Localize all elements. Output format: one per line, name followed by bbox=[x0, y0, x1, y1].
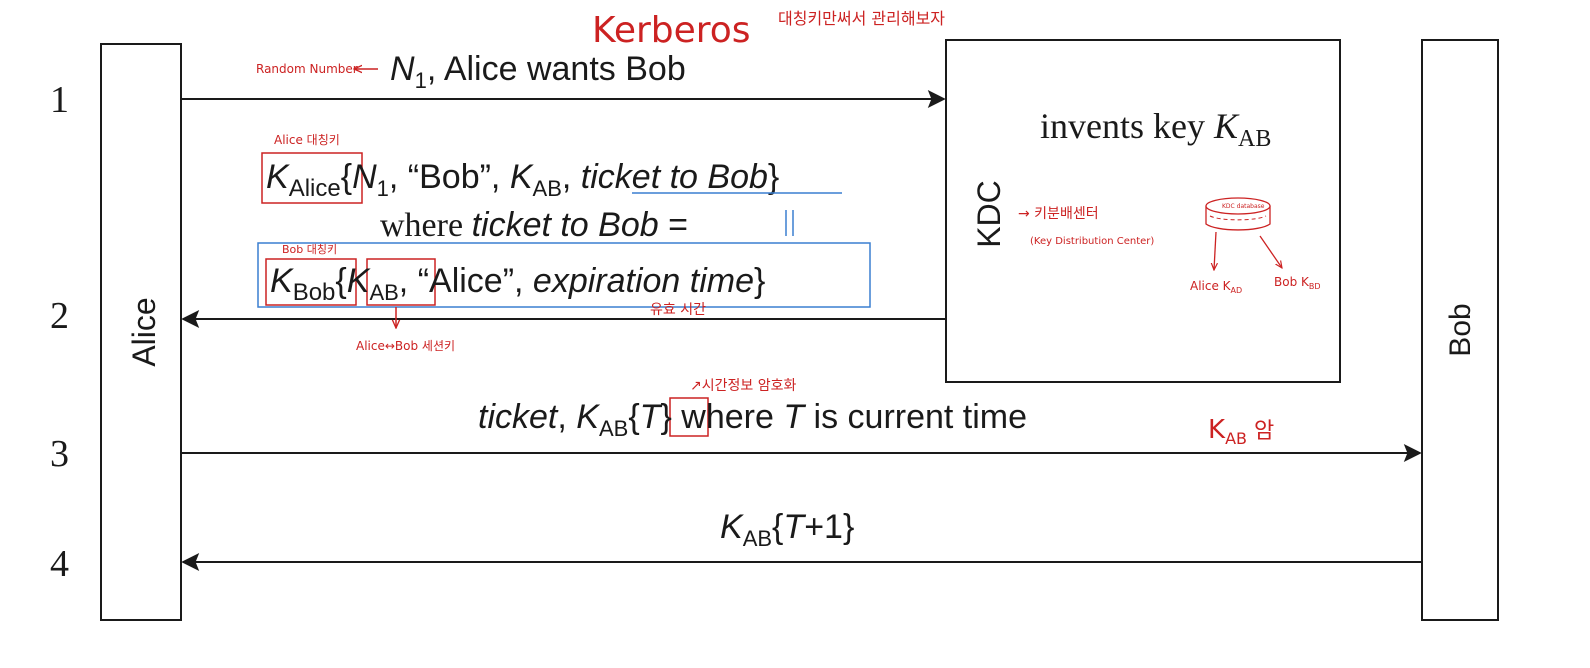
annotation-alice-key: Alice 대칭키 bbox=[274, 133, 340, 147]
step-1: 1 bbox=[50, 79, 69, 121]
step-2: 2 bbox=[50, 295, 69, 337]
kdc-box bbox=[945, 39, 1341, 383]
db-arrow-bob bbox=[1259, 235, 1282, 268]
kab-highlight bbox=[366, 258, 436, 306]
annotation-kdc-database: KDC database bbox=[1222, 203, 1265, 210]
annotation-valid-time: 유효 시간 bbox=[650, 302, 706, 318]
annotation-time-encrypt: ↗시간정보 암호화 bbox=[690, 378, 796, 394]
message-3: ticket, KAB{T} where T is current time bbox=[478, 398, 1027, 441]
annotation-db-bob: Bob KBD bbox=[1274, 275, 1321, 291]
kdc-invents-key: invents key KAB bbox=[1040, 106, 1271, 152]
annotation-random-number: Random Number bbox=[256, 62, 358, 76]
step-3: 3 bbox=[50, 433, 69, 475]
bob-key-highlight bbox=[265, 258, 357, 306]
alice-lifeline bbox=[100, 43, 182, 621]
annotation-kdc-center: → 키분배센터 bbox=[1018, 206, 1099, 222]
annotation-db-alice: Alice KAD bbox=[1190, 279, 1242, 295]
ticket-highlight bbox=[257, 242, 871, 308]
alice-key-highlight bbox=[261, 152, 363, 204]
annotation-session-key: Alice↔Bob 세션키 bbox=[356, 339, 455, 353]
title: Kerberos bbox=[592, 10, 751, 51]
db-arrow-alice bbox=[1214, 231, 1216, 270]
kdc-database-icon bbox=[1205, 197, 1271, 231]
message-2-where: where ticket to Bob = bbox=[380, 206, 688, 244]
annotation-bob-key: Bob 대칭키 bbox=[282, 243, 337, 256]
annotation-kab-password: KAB 암 bbox=[1208, 415, 1274, 448]
alice-label: Alice bbox=[126, 297, 162, 366]
annotation-kdc-center-en: (Key Distribution Center) bbox=[1030, 236, 1154, 247]
kdc-label: KDC bbox=[971, 180, 1007, 248]
bob-lifeline bbox=[1421, 39, 1499, 621]
step-4: 4 bbox=[50, 543, 69, 585]
header-note: 대칭키만써서 관리해보자 bbox=[778, 9, 945, 28]
message-4: KAB{T+1} bbox=[720, 508, 854, 551]
bob-label: Bob bbox=[1444, 303, 1477, 356]
message-1: N1, Alice wants Bob bbox=[390, 50, 686, 93]
time-highlight bbox=[669, 397, 709, 437]
message-2-line-1: KAlice{N1, “Bob”, KAB, ticket to Bob} bbox=[266, 158, 779, 202]
message-2-line-3: KBob{KAB, “Alice”, expiration time} bbox=[270, 262, 765, 306]
